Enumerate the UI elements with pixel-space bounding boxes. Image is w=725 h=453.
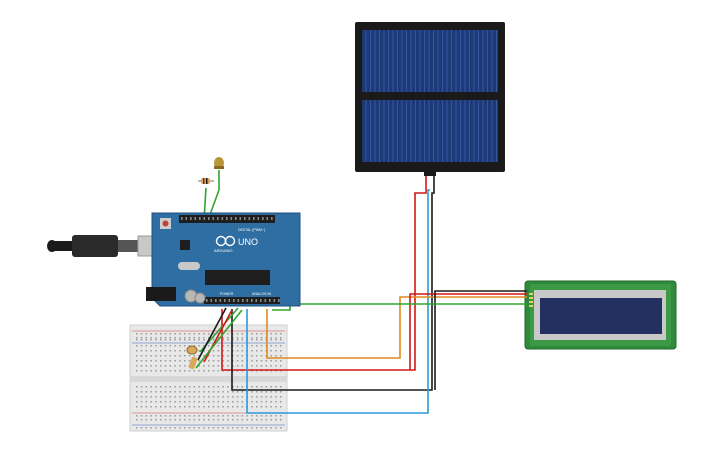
wire-black-solar (231, 176, 435, 391)
solar-panel[interactable] (355, 22, 505, 176)
arduino-uno[interactable]: UNO ARDUINO DIGITAL (PWM~) POWER ANALOG … (146, 212, 301, 307)
usb-cable (47, 235, 161, 257)
digital-label: DIGITAL (PWM~) (238, 228, 265, 232)
wire-blue (246, 189, 430, 414)
wire-green-led-1 (207, 170, 220, 221)
solar-panel-connector (424, 170, 436, 176)
wire-orange (266, 296, 527, 359)
wires (195, 170, 527, 414)
atmega-chip (205, 270, 270, 285)
wire-black-ldr (197, 307, 227, 361)
power-label: POWER (220, 292, 234, 296)
wire-black-lcd (434, 290, 527, 390)
wire-green-ldr-2 (195, 309, 243, 369)
board-brand: ARDUINO (214, 248, 232, 253)
board-model: UNO (238, 237, 258, 247)
lcd-16x2[interactable] (524, 280, 677, 350)
arduino-logo (215, 235, 236, 247)
reset-button[interactable] (162, 220, 169, 227)
analog-label: ANALOG IN (252, 292, 272, 296)
wire-green-lcd (272, 303, 527, 311)
lcd-screen (540, 298, 662, 334)
photoresistor[interactable] (186, 345, 198, 370)
led[interactable] (214, 157, 224, 169)
wire-red-ldr (203, 309, 233, 363)
power-jack (146, 287, 176, 301)
wire-red-solar (221, 176, 427, 371)
wire-red-lcd (409, 293, 527, 370)
resistor[interactable] (198, 178, 214, 184)
